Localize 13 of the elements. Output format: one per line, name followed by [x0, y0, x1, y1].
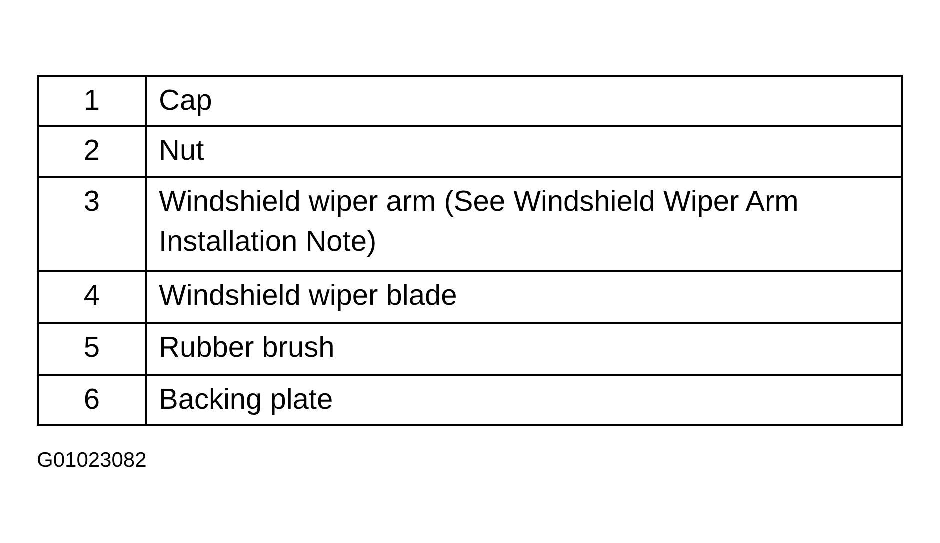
item-number-cell: 4 [38, 271, 146, 323]
item-number-cell: 3 [38, 177, 146, 271]
part-description-cell: Backing plate [146, 375, 902, 425]
item-number-cell: 2 [38, 126, 146, 177]
part-description-cell: Nut [146, 126, 902, 177]
item-number-cell: 1 [38, 76, 146, 126]
item-number-cell: 6 [38, 375, 146, 425]
part-description-cell: Windshield wiper blade [146, 271, 902, 323]
figure-code: G01023082 [37, 448, 147, 474]
part-description-cell: Rubber brush [146, 323, 902, 375]
part-description-cell: Cap [146, 76, 902, 126]
part-description-cell: Windshield wiper arm (See Windshield Wiper Arm Installation Note) [146, 177, 902, 271]
item-number-cell: 5 [38, 323, 146, 375]
